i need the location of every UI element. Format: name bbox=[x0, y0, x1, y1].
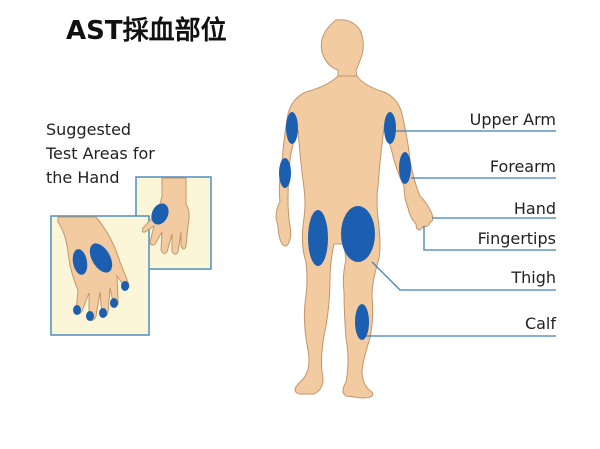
forearm-spot-left bbox=[279, 158, 291, 188]
hand-caption-line-3: the Hand bbox=[46, 168, 120, 187]
head bbox=[320, 19, 364, 79]
fingertip-spot-3 bbox=[99, 308, 107, 318]
label-upper-arm: Upper Arm bbox=[469, 110, 556, 129]
hand-caption-line-2: Test Areas for bbox=[46, 144, 155, 163]
hand-caption: Suggested Test Areas for the Hand bbox=[46, 118, 186, 190]
calf-spot-right bbox=[355, 304, 369, 340]
fingertip-spot-1 bbox=[73, 305, 81, 315]
label-hand: Hand bbox=[513, 199, 556, 218]
hand-panels bbox=[50, 176, 212, 336]
fingertip-spot-2 bbox=[86, 311, 94, 321]
label-forearm: Forearm bbox=[489, 157, 556, 176]
label-thigh: Thigh bbox=[511, 268, 556, 287]
leader-line-fingertips bbox=[423, 226, 556, 251]
hand-test-spot-palm-b bbox=[89, 243, 113, 273]
fingertip-spot-4 bbox=[110, 298, 118, 308]
label-fingertips: Fingertips bbox=[477, 229, 556, 248]
hand-test-spot-back bbox=[151, 203, 169, 225]
forearm-spot-right bbox=[399, 152, 411, 184]
hand-test-spot-palm-a bbox=[72, 249, 88, 275]
upper-arm-spot-right bbox=[384, 112, 396, 144]
leader-lines bbox=[366, 130, 556, 337]
fingertip-spot-5 bbox=[121, 281, 129, 291]
hand-caption-line-1: Suggested bbox=[46, 120, 132, 139]
thigh-spot-left bbox=[308, 210, 328, 266]
leader-line-thigh bbox=[371, 261, 556, 291]
upper-arm-spot-left bbox=[286, 112, 298, 144]
body-test-sites bbox=[279, 112, 411, 340]
diagram-title: AST採血部位 bbox=[66, 16, 227, 46]
thigh-spot-right bbox=[341, 206, 375, 262]
label-calf: Calf bbox=[524, 314, 556, 333]
